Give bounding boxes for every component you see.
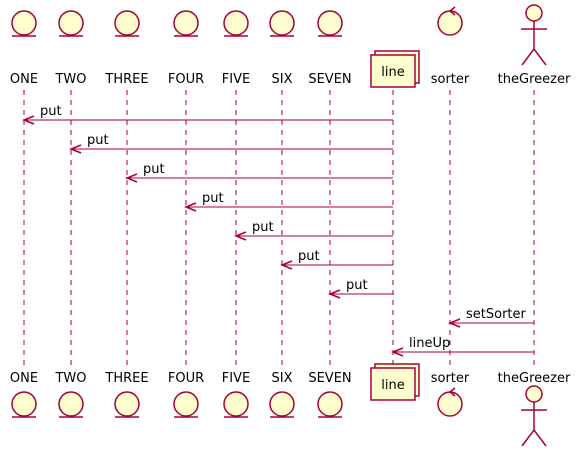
message-5-arrowhead — [233, 231, 247, 241]
sorter-control-arrow — [449, 6, 456, 16]
participant-label-five-bottom: FIVE — [222, 371, 250, 386]
one-entity-icon — [11, 391, 37, 417]
sorter-control-icon — [437, 391, 463, 417]
participant-label-sorter-bottom: sorter — [431, 371, 470, 386]
participant-heads-top: ONE TWO THREE FOUR FIVE SIX SEVEN line sorter the… — [10, 4, 571, 88]
participant-heads-bottom: ONE TWO THREE FOUR FIVE SIX SEVEN line sorter the… — [10, 363, 571, 447]
participant-label-five-top: FIVE — [222, 72, 250, 87]
five-entity-icon — [223, 10, 249, 36]
one-entity-icon — [11, 10, 37, 36]
message-7-arrowhead — [327, 289, 341, 299]
participant-label-three-top: THREE — [104, 72, 148, 87]
message-6-arrowhead — [279, 260, 293, 270]
message-4-label: put — [202, 191, 224, 206]
participant-label-three-bottom: THREE — [104, 371, 148, 386]
message-2-arrowhead — [68, 144, 82, 154]
message-5-label: put — [252, 220, 274, 235]
six-entity-icon — [269, 10, 295, 36]
line-collection-box — [370, 54, 416, 88]
the-greezer-actor-icon — [521, 4, 547, 66]
participant-label-two-top: TWO — [54, 72, 86, 87]
participant-label-six-top: SIX — [272, 72, 293, 87]
message-9-arrowhead — [390, 347, 404, 357]
participant-label-the-greezer-top: theGreezer — [498, 72, 571, 87]
the-greezer-actor-icon — [521, 385, 547, 447]
four-entity-icon — [173, 391, 199, 417]
message-7-label: put — [346, 278, 368, 293]
participant-label-the-greezer-bottom: theGreezer — [498, 371, 571, 386]
message-2-label: put — [87, 133, 109, 148]
five-entity-icon — [223, 391, 249, 417]
participant-label-two-bottom: TWO — [54, 371, 86, 386]
sorter-control-arrow — [449, 387, 456, 397]
participant-label-one-bottom: ONE — [10, 371, 38, 386]
lifelines — [23, 90, 535, 366]
three-entity-icon — [114, 391, 140, 417]
participant-label-seven-top: SEVEN — [308, 72, 351, 87]
message-8-label: setSorter — [466, 307, 527, 322]
participant-label-line-top: line — [381, 65, 404, 80]
message-4-arrowhead — [183, 202, 197, 212]
messages: put put put put put put put setSorter lineUp — [21, 104, 534, 357]
six-entity-icon — [269, 391, 295, 417]
message-1-arrowhead — [21, 115, 35, 125]
message-3-label: put — [143, 162, 165, 177]
seven-entity-icon — [317, 391, 343, 417]
three-entity-icon — [114, 10, 140, 36]
two-entity-icon — [58, 391, 84, 417]
participant-label-seven-bottom: SEVEN — [308, 371, 351, 386]
message-6-label: put — [298, 249, 320, 264]
participant-label-line-bottom: line — [381, 378, 404, 393]
participant-label-six-bottom: SIX — [272, 371, 293, 386]
two-entity-icon — [58, 10, 84, 36]
four-entity-icon — [173, 10, 199, 36]
participant-label-four-bottom: FOUR — [168, 371, 204, 386]
message-3-arrowhead — [124, 173, 138, 183]
participant-label-one-top: ONE — [10, 72, 38, 87]
message-1-label: put — [40, 104, 62, 119]
seven-entity-icon — [317, 10, 343, 36]
sorter-control-icon — [437, 10, 463, 36]
participant-label-sorter-top: sorter — [431, 72, 470, 87]
participant-label-four-top: FOUR — [168, 72, 204, 87]
line-collection-box — [370, 367, 416, 401]
message-8-arrowhead — [447, 318, 461, 328]
message-9-label: lineUp — [409, 336, 450, 351]
